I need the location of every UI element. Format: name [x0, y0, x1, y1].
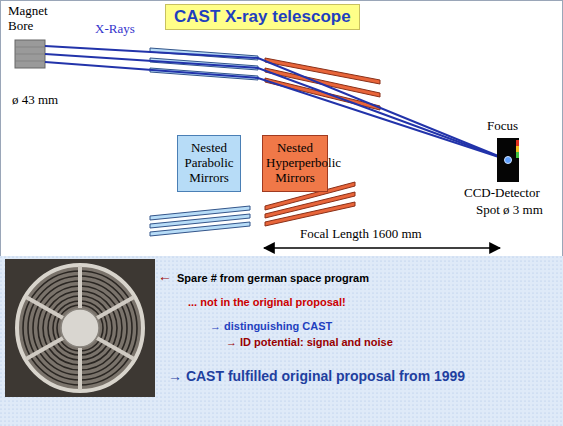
dimension-label: Focal Length 1600 mm [300, 227, 422, 242]
bore-hatch [15, 47, 45, 61]
hyperbolic-box: Nested Hyperperbolic Mirrors [262, 135, 328, 192]
part-label: Magnet Bore [8, 4, 64, 34]
note-text: Spare # from german space program [177, 272, 369, 285]
note-text: → ID potential: signal and noise [226, 336, 393, 349]
dimension-arrow [264, 247, 500, 249]
box-label: Nested Parabolic Mirrors [181, 141, 237, 186]
box-label: Nested Hyperperbolic Mirrors [266, 141, 324, 186]
part-label: Focus [487, 119, 518, 134]
info-panel [0, 256, 563, 426]
color-scale [516, 146, 519, 152]
ccd-detector [497, 138, 519, 182]
parabolic-box: Nested Parabolic Mirrors [177, 135, 241, 192]
note-text: → distinguishing CAST [210, 320, 332, 333]
color-scale [516, 140, 519, 146]
magnet-bore [15, 40, 45, 68]
dimension-label: ø 43 mm [12, 93, 58, 108]
beam-label: X-Rays [95, 22, 135, 37]
focus-spot [505, 157, 512, 164]
slide-title: CAST X-ray telescope [165, 4, 360, 30]
dimension-label: Spot ø 3 mm [476, 203, 543, 218]
note-text: ... not in the original proposal! [188, 296, 346, 309]
pointer-arrow: ← [158, 268, 172, 284]
color-scale [516, 152, 519, 158]
parabolic-mirror [150, 206, 250, 236]
conclusion-text: → CAST fulfilled original proposal from … [168, 368, 465, 384]
mirror-module-photo [5, 259, 155, 397]
part-label: CCD-Detector [464, 186, 540, 201]
